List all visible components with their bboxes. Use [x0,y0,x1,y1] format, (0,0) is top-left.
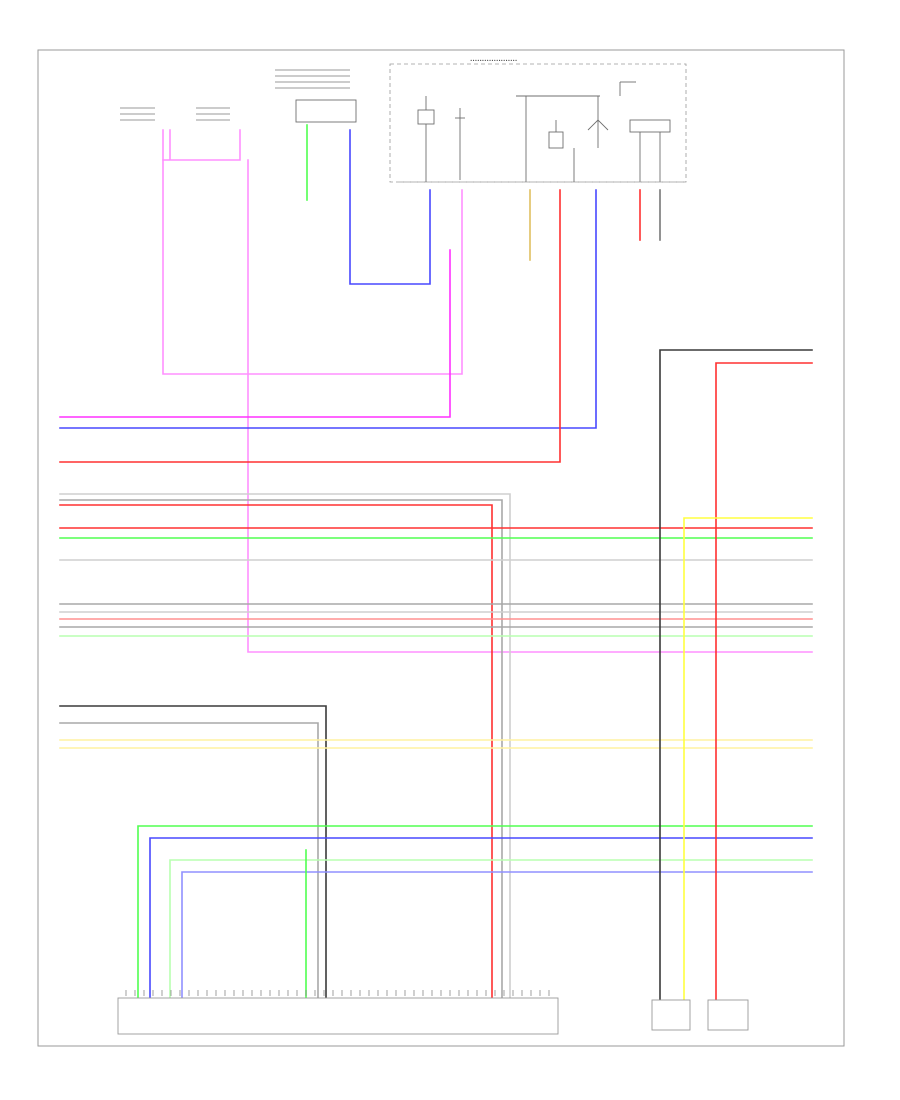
wire-green-bottom-3 [169,859,813,1001]
wire-yellow-speaker [683,517,813,1001]
wire-red-row-6 [59,504,493,1001]
wire-red-speaker [715,362,813,1001]
wire-blue-bottom-2 [149,837,813,1001]
wire-gray-row-5 [59,499,503,1001]
wire-pink-left-branch [162,159,463,375]
wire-pink-left-loop [162,129,241,161]
wire-black-row-15 [59,705,327,1001]
diagram-frame [37,49,845,1047]
connector-pin-ticks [125,990,550,996]
wire-pink-long-vertical [247,159,813,653]
left-speaker-box [651,999,691,1031]
top-left-component-labels [120,69,357,123]
wire-set [59,124,813,1001]
wire-blue-top [349,129,431,285]
wire-red-row-3 [59,189,561,463]
wire-gray-row-4 [59,493,511,1001]
wire-blue-row-2 [59,189,597,429]
wire-magenta-row-1 [59,249,451,418]
wire-gray-row-16 [59,722,319,1001]
bottom-connector-block [117,997,559,1035]
wire-black-speaker [659,349,813,1001]
right-speaker-box [707,999,749,1031]
module-internal-components [400,81,686,183]
control-module-label: •••••••••••••••••••• [470,58,517,63]
control-module-box [389,63,687,183]
wire-green-bottom-1 [137,825,813,1001]
wire-blue-bottom-4 [181,871,813,1001]
